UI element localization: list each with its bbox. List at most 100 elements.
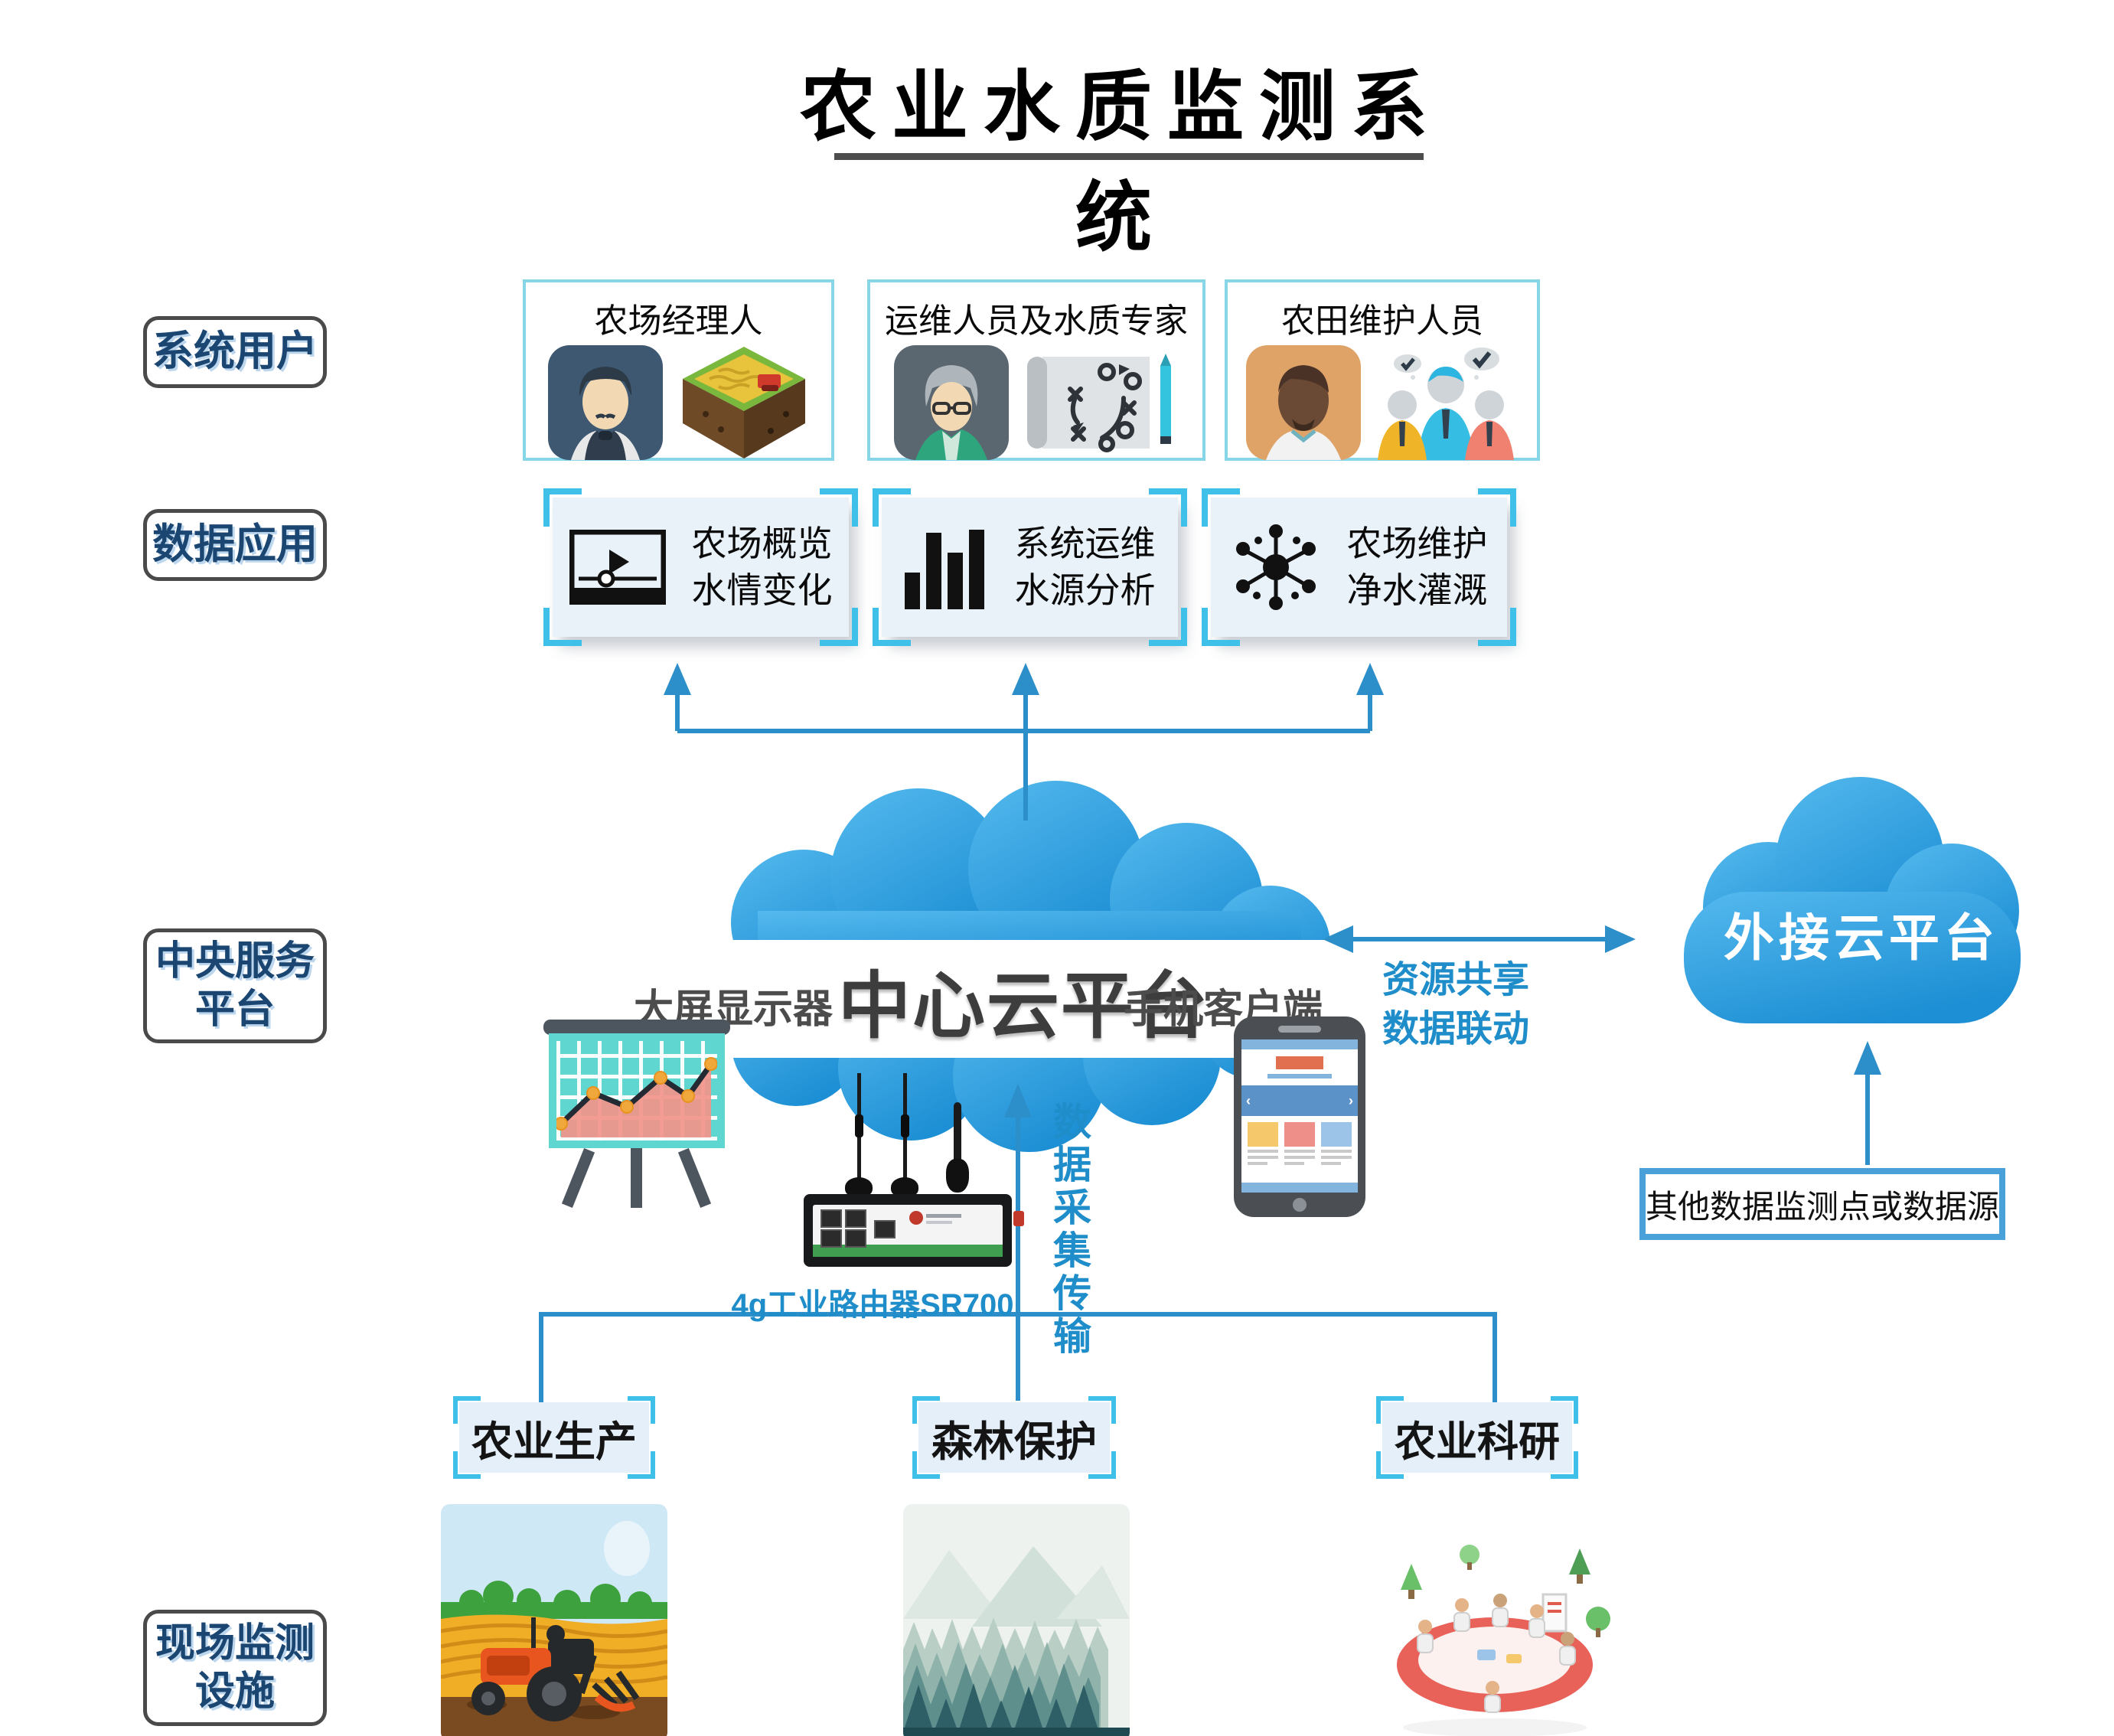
carousel-left-icon: ‹ xyxy=(1246,1092,1251,1108)
side-label-line2: 设施 xyxy=(194,1669,275,1714)
people xyxy=(1417,1594,1576,1713)
phone-orange-button xyxy=(1276,1056,1323,1069)
corner-bracket-icon xyxy=(453,1451,481,1479)
app-box-line2: 水源分析 xyxy=(1014,570,1156,610)
side-label-data-apps: 数据应用 xyxy=(143,509,327,581)
corner-bracket-icon xyxy=(1202,488,1240,527)
connector-lines xyxy=(539,689,1870,1402)
app-box-text: 农场概览 水情变化 xyxy=(692,520,833,613)
app-box-line2: 净水灌溉 xyxy=(1346,570,1488,610)
side-label-line1: 中央服务 xyxy=(155,938,315,984)
router-logo-text xyxy=(926,1214,961,1218)
phone-cards xyxy=(1241,1116,1358,1165)
card-thumb xyxy=(1284,1122,1315,1147)
corner-bracket-icon xyxy=(912,1396,940,1424)
bar-chart-icon xyxy=(904,525,989,609)
board-leg xyxy=(677,1148,712,1208)
corner-bracket-icon xyxy=(543,608,582,646)
bottom-label-text: 农业生产 xyxy=(471,1418,637,1465)
side-label-field-facilities: 现场监测 设施 xyxy=(143,1610,327,1726)
bottom-label-agriculture: 农业生产 xyxy=(453,1396,655,1479)
app-box-system-ops: 系统运维 水源分析 xyxy=(873,488,1187,646)
tractor xyxy=(471,1617,640,1721)
share-annotation: 资源共享 xyxy=(1382,960,1529,1000)
title-underline xyxy=(834,153,1424,160)
ethernet-port xyxy=(845,1209,866,1228)
phone-screen: ‹ › xyxy=(1241,1039,1358,1193)
other-data-source-box: 其他数据监测点或数据源 xyxy=(1639,1168,2005,1240)
other-data-source-text: 其他数据监测点或数据源 xyxy=(1646,1188,2000,1225)
corner-bracket-icon xyxy=(1478,608,1516,646)
ethernet-port xyxy=(820,1229,842,1248)
router-logo xyxy=(909,1211,923,1225)
user-box-ops-experts: 运维人员及水质专家 xyxy=(867,279,1205,461)
corner-bracket-icon xyxy=(628,1451,655,1479)
router-antenna-base xyxy=(946,1159,969,1193)
industrial-router-icon xyxy=(804,1070,1024,1271)
ethernet-port xyxy=(845,1229,866,1248)
side-label-system-users: 系统用户 xyxy=(143,316,327,388)
router-green-strip xyxy=(813,1245,1003,1257)
corner-bracket-icon xyxy=(1149,608,1187,646)
app-box-line1: 农场概览 xyxy=(691,524,833,564)
corner-bracket-icon xyxy=(1551,1451,1578,1479)
team-check-icon xyxy=(1373,345,1519,460)
network-hub-icon xyxy=(1231,522,1321,612)
card-text-line xyxy=(1321,1162,1341,1165)
router-antenna-base xyxy=(845,1177,873,1197)
phone-card xyxy=(1248,1122,1278,1165)
side-label-line1: 现场监测 xyxy=(155,1620,315,1666)
presentation-chart-icon xyxy=(543,1020,730,1211)
corner-bracket-icon xyxy=(820,608,858,646)
corner-bracket-icon xyxy=(873,488,911,527)
ethernet-port xyxy=(820,1209,842,1228)
phone-top-bar xyxy=(1241,1039,1358,1049)
board-leg xyxy=(631,1148,642,1208)
card-text-line xyxy=(1284,1162,1304,1165)
board-screen xyxy=(549,1033,725,1148)
corner-bracket-icon xyxy=(543,488,582,527)
user-box-icons xyxy=(1228,342,1537,468)
corner-bracket-icon xyxy=(1376,1396,1404,1424)
phone-card xyxy=(1284,1122,1315,1165)
app-box-text: 系统运维 水源分析 xyxy=(1015,520,1156,613)
router-logo-text xyxy=(926,1221,952,1224)
external-cloud-label: 外接云平台 xyxy=(1724,909,1999,966)
corner-bracket-icon xyxy=(1376,1451,1404,1479)
app-box-line1: 系统运维 xyxy=(1014,524,1156,564)
bottom-label-text: 森林保护 xyxy=(931,1418,1097,1465)
phone-carousel: ‹ › xyxy=(1241,1085,1358,1116)
bottom-label-forest: 森林保护 xyxy=(912,1396,1116,1479)
farm-field-icon xyxy=(679,345,809,460)
router-antenna-coil xyxy=(855,1114,863,1137)
phone-divider xyxy=(1267,1074,1332,1078)
forest-image xyxy=(903,1504,1130,1736)
strategy-plan-icon xyxy=(1026,352,1179,453)
corner-bracket-icon xyxy=(1202,608,1240,646)
elder-expert-avatar-icon xyxy=(893,345,1009,460)
user-box-title: 农场经理人 xyxy=(594,302,763,340)
user-box-title: 运维人员及水质专家 xyxy=(885,302,1188,340)
bottom-label-research: 农业科研 xyxy=(1376,1396,1578,1479)
trees xyxy=(1401,1545,1610,1637)
bottom-label-text: 农业科研 xyxy=(1395,1418,1560,1465)
card-text-line xyxy=(1284,1156,1315,1159)
carousel-right-icon: › xyxy=(1349,1092,1353,1108)
cloud-label-center-platform: 中心云平台 xyxy=(838,966,1210,1047)
research-image xyxy=(1378,1504,1612,1736)
router-label: 4g工业路由器SR700 xyxy=(731,1288,1014,1322)
card-text-line xyxy=(1321,1156,1352,1159)
corner-bracket-icon xyxy=(1478,488,1516,527)
corner-bracket-icon xyxy=(1088,1451,1116,1479)
router-sma-connector xyxy=(1013,1211,1024,1226)
farm-tractor-image xyxy=(441,1504,667,1736)
card-text-line xyxy=(1248,1162,1267,1165)
corner-bracket-icon xyxy=(1551,1396,1578,1424)
card-thumb xyxy=(1321,1122,1352,1147)
board-line-chart xyxy=(556,1057,717,1137)
corner-bracket-icon xyxy=(1149,488,1187,527)
user-box-farm-manager: 农场经理人 xyxy=(523,279,834,461)
card-text-line xyxy=(1321,1150,1352,1153)
